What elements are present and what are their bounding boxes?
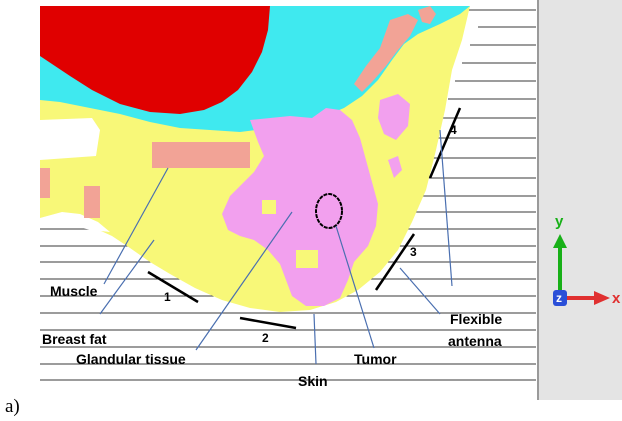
label-muscle: Muscle [50, 283, 98, 299]
label-antenna: antenna [448, 333, 502, 349]
label-flexible: Flexible [450, 311, 502, 327]
antenna-2-number: 2 [262, 331, 269, 345]
y-axis-label: y [555, 213, 564, 230]
muscle-block-edge [40, 168, 50, 198]
label-tumor: Tumor [354, 351, 397, 367]
antenna-4-number: 4 [450, 123, 457, 137]
white-patch [40, 118, 100, 160]
fat-spot-2 [296, 250, 318, 268]
x-axis-label: x [612, 290, 621, 307]
muscle-block [152, 142, 250, 168]
fat-spot [262, 200, 276, 214]
axis-panel [538, 0, 622, 400]
antenna-3-number: 3 [410, 245, 417, 259]
figure-caption: a) [5, 396, 20, 418]
label-breast-fat: Breast fat [42, 331, 107, 347]
label-glandular-tissue: Glandular tissue [76, 351, 186, 367]
z-axis-label: z [556, 291, 562, 305]
label-skin: Skin [298, 373, 328, 389]
antenna-1-number: 1 [164, 290, 171, 304]
muscle-block-small [84, 186, 100, 218]
